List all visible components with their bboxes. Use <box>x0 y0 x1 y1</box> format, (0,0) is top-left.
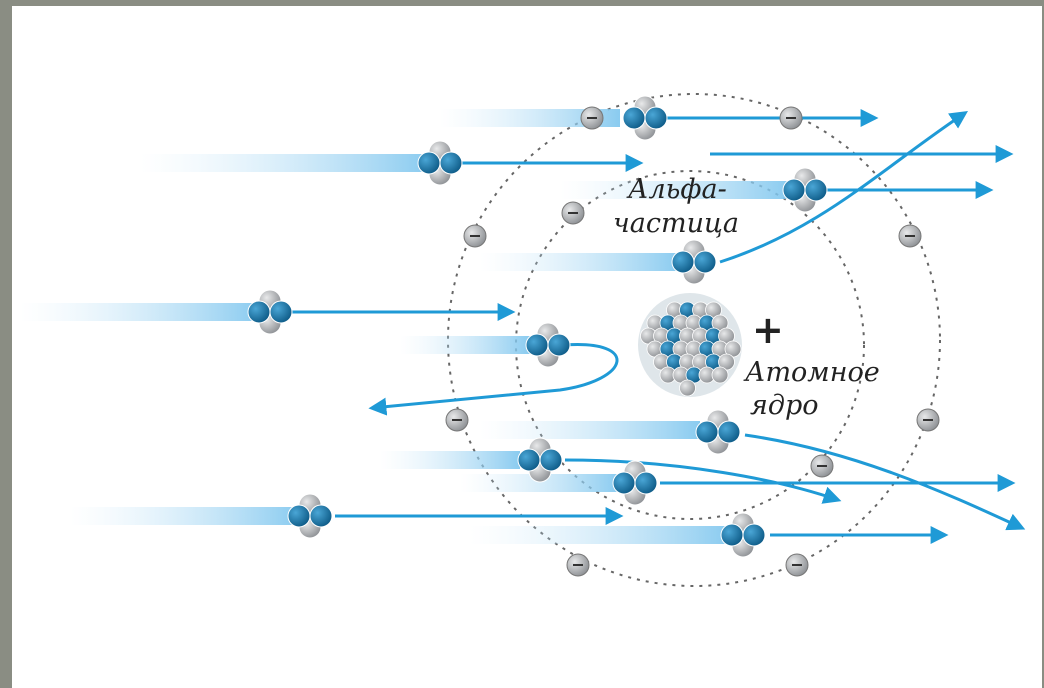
particle-trail <box>140 154 430 172</box>
particle-trail <box>480 253 680 271</box>
nucleus-neutron <box>711 366 729 384</box>
particle-trail <box>400 336 530 354</box>
particle-trails <box>20 109 790 544</box>
alpha-trajectories <box>290 109 1026 544</box>
electron <box>916 408 940 432</box>
electron <box>810 454 834 478</box>
particle-trail <box>470 526 730 544</box>
particle-trail <box>440 109 620 127</box>
electron <box>463 224 487 248</box>
alpha-label-line2: частица <box>613 208 739 239</box>
inner-orbit <box>515 170 865 520</box>
alpha-label-line1: Альфа- <box>626 174 727 205</box>
electron <box>445 408 469 432</box>
trajectory-5-deflected-up <box>719 110 968 264</box>
nucleus-label-line2: ядро <box>750 390 819 421</box>
trajectory-9 <box>564 458 842 504</box>
labels: Альфа- частица + Атомное ядро <box>613 174 880 421</box>
particle-trail <box>560 181 790 199</box>
nucleus-label-line1: Атомное <box>743 357 880 388</box>
alpha-particle <box>622 95 668 141</box>
alpha-particle <box>782 167 828 213</box>
electron <box>580 106 604 130</box>
particle-trail <box>480 421 700 439</box>
nucleus-neutron <box>679 379 696 397</box>
alpha-particle <box>525 322 571 368</box>
electron <box>898 224 922 248</box>
outer-orbit <box>447 93 941 587</box>
alpha-particle <box>695 409 741 455</box>
electron <box>561 201 585 225</box>
alpha-particles <box>247 95 828 558</box>
trajectory-8-deflected-down <box>744 433 1026 531</box>
atomic-nucleus <box>638 293 742 397</box>
electron <box>785 553 809 577</box>
orbits <box>447 93 941 587</box>
electron <box>779 106 803 130</box>
electron <box>566 553 590 577</box>
alpha-particle <box>671 239 717 285</box>
alpha-particle <box>287 493 333 539</box>
particle-trail <box>20 303 260 321</box>
alpha-particle <box>612 460 658 506</box>
alpha-particle <box>720 512 766 558</box>
alpha-particle <box>517 437 563 483</box>
trajectory-7-backscatter <box>368 343 619 416</box>
alpha-particle <box>417 140 463 186</box>
plus-sign: + <box>752 308 784 352</box>
particle-trail <box>70 507 300 525</box>
electrons <box>445 106 940 577</box>
particle-trail <box>380 451 520 469</box>
particle-trail <box>460 474 620 492</box>
alpha-particle <box>247 289 293 335</box>
